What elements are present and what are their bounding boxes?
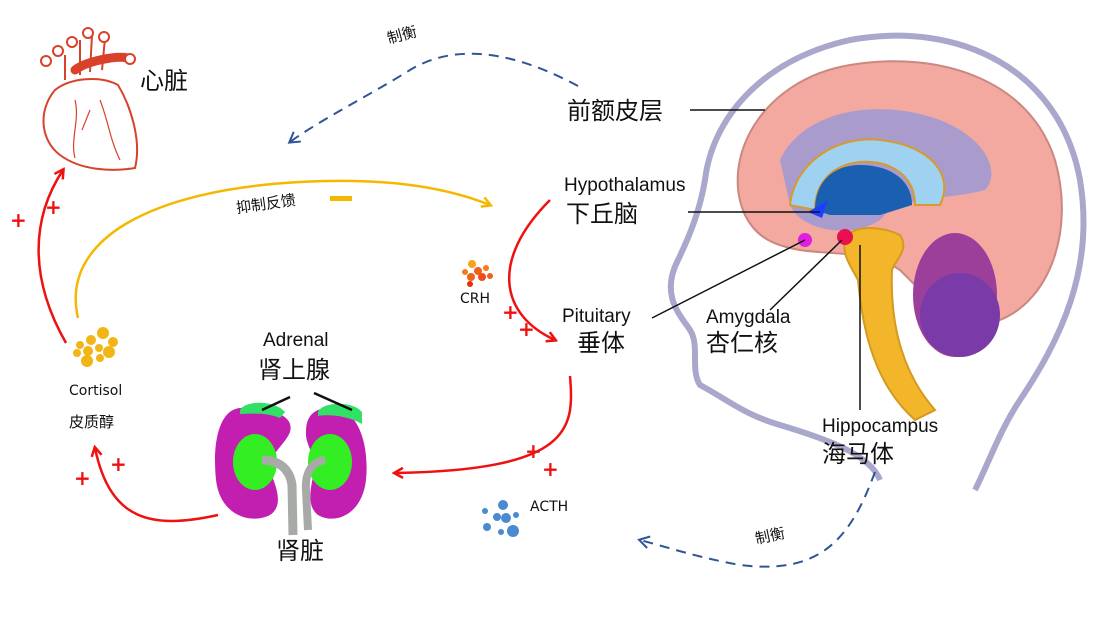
plus-sign: + [74,466,91,490]
adrenal-label-en: Adrenal [263,330,329,351]
cortisol-molecules-icon [73,327,118,367]
plus-sign: + [10,208,27,232]
ventricle [815,165,912,215]
leader-adrenal-left [261,395,291,412]
prefrontal-cortex-label: 前额皮层 [567,97,663,125]
brainstem [843,227,937,422]
pituitary-label-zh: 垂体 [577,329,625,357]
amygdala-label-zh: 杏仁核 [706,329,778,357]
crh-label: CRH [460,291,491,307]
adrenal-label-zh: 肾上腺 [258,356,330,384]
plus-sign: + [525,439,542,463]
cortisol-label-zh: 皮质醇 [69,413,115,431]
hypothalamus-label-zh: 下丘脑 [566,200,638,228]
arrow-pituitary-to-adrenal [395,375,573,473]
hypothalamus-label-en: Hypothalamus [564,175,686,196]
plus-sign: + [518,317,535,341]
leader-adrenal-right [313,391,353,412]
amygdala-label-en: Amygdala [706,307,791,328]
arrow-kidney-to-cortisol [95,448,219,523]
arrow-balance-bottom [637,471,876,568]
hippocampus-label-en: Hippocampus [822,416,939,437]
ureter-right [301,456,326,531]
pituitary-label-en: Pituitary [562,306,631,327]
arrow-negative-feedback [74,179,490,319]
ureter-left [261,455,298,536]
hypothalamus-region [808,200,828,218]
plus-sign: + [542,457,559,481]
arrow-balance-top [287,52,579,144]
corpus-callosum [788,138,946,212]
plus-sign: + [45,195,62,219]
head-outline [667,32,1087,492]
heart-label: 心脏 [140,67,188,95]
leader-amygdala [769,239,843,311]
plus-sign: + [110,452,127,476]
kidney-label: 肾脏 [276,537,324,565]
cortisol-label-en: Cortisol [69,383,123,399]
acth-label: ACTH [530,499,569,515]
crh-molecules-icon [462,260,493,287]
arrow-cortisol-to-heart [37,170,68,344]
heart-illustration [40,27,139,171]
brain-illustration [651,32,1087,492]
arrow-hypothalamus-to-pituitary [507,199,555,340]
hippocampus-label-zh: 海马体 [822,440,894,468]
acth-molecules-icon [482,500,519,537]
leader-pituitary [651,239,806,319]
minus-sign-icon [330,196,352,201]
kidney-illustration [215,391,367,536]
plus-sign: + [502,300,519,324]
